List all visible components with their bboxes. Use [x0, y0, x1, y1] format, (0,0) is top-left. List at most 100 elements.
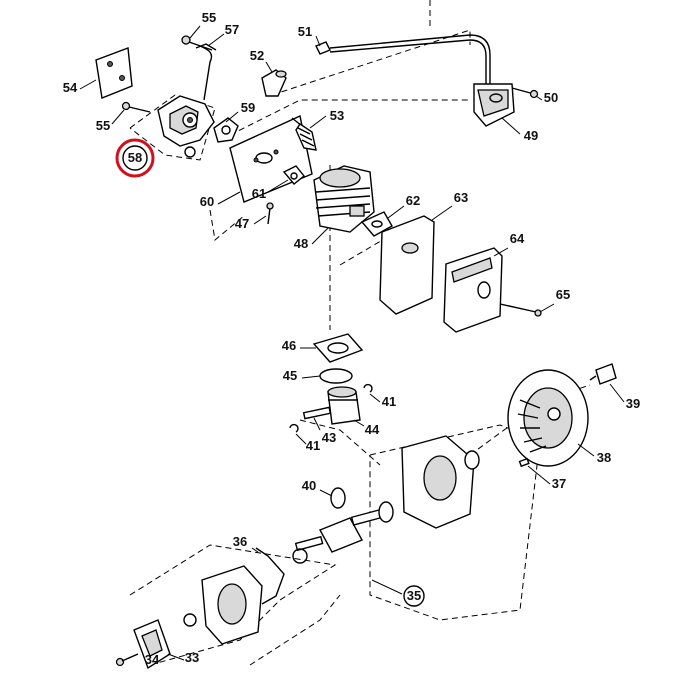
- callout-53: 53: [309, 108, 344, 129]
- callout-number: 48: [294, 236, 308, 251]
- callout-61: 61: [252, 179, 289, 201]
- callout-46: 46: [282, 338, 316, 353]
- part-58-carburetor: [157, 95, 215, 158]
- callout-leader-line: [353, 419, 365, 427]
- callout-number: 64: [510, 231, 525, 246]
- callout-37: 37: [527, 465, 566, 491]
- callout-57: 57: [207, 22, 239, 47]
- callout-leader-line: [251, 547, 259, 553]
- callout-number: 60: [200, 194, 214, 209]
- callout-number: 50: [544, 90, 558, 105]
- callout-51: 51: [298, 24, 321, 47]
- callout-50: 50: [535, 90, 558, 105]
- callout-number: 62: [406, 193, 420, 208]
- callout-39: 39: [609, 383, 640, 411]
- part-64-muffler: [443, 247, 503, 333]
- part-59-gasket: [213, 117, 239, 143]
- part-54-plate: [95, 47, 133, 99]
- callout-number: 58: [128, 150, 142, 165]
- callout-number: 43: [322, 430, 336, 445]
- callout-number: 39: [626, 396, 640, 411]
- callout-leader-line: [311, 227, 329, 245]
- callout-45: 45: [283, 368, 321, 383]
- callout-43: 43: [313, 417, 336, 445]
- callout-52: 52: [250, 48, 273, 73]
- callout-leader-line: [527, 465, 551, 485]
- callout-leader-line: [539, 303, 555, 313]
- part-49-ignition-coil: [329, 34, 515, 127]
- callout-41b: 41: [295, 433, 320, 453]
- part-45-piston-ring: [319, 368, 353, 384]
- callout-59: 59: [225, 100, 255, 123]
- callout-number: 57: [225, 22, 239, 37]
- part-41-circlip-b: [289, 423, 299, 433]
- callout-55b: 55: [96, 109, 125, 133]
- callout-number: 34: [145, 652, 160, 667]
- callout-number: 55: [202, 10, 216, 25]
- callout-64: 64: [493, 231, 525, 257]
- part-61-gasket: [282, 165, 305, 185]
- callout-leader-line: [79, 79, 97, 90]
- callout-leader-line: [535, 95, 543, 101]
- callout-number: 47: [235, 216, 249, 231]
- callout-number: 49: [524, 128, 538, 143]
- part-crankcase-left: [183, 565, 263, 645]
- callout-leader-line: [207, 33, 225, 47]
- part-37-key: [518, 457, 530, 468]
- part-57-throttle-rod: [195, 43, 217, 101]
- callout-leader-line: [493, 247, 509, 257]
- part-41-circlip-a: [363, 383, 373, 393]
- callout-leader-line: [577, 443, 595, 457]
- part-36-retainer: [255, 547, 308, 605]
- part-50-screw: [511, 87, 539, 99]
- callout-number: 65: [556, 287, 570, 302]
- callout-62: 62: [387, 193, 420, 219]
- callout-number: 38: [597, 450, 611, 465]
- callout-number: 41: [382, 394, 396, 409]
- callout-63: 63: [431, 190, 468, 221]
- callout-leader-line: [315, 35, 321, 47]
- callout-leader-line: [253, 215, 267, 225]
- callout-leader-line: [265, 61, 273, 73]
- part-48-cylinder: [313, 165, 375, 233]
- callout-48: 48: [294, 227, 329, 251]
- callout-number: 53: [330, 108, 344, 123]
- callout-number: 51: [298, 24, 312, 39]
- callout-35: 35: [371, 579, 425, 607]
- callout-44: 44: [353, 419, 380, 437]
- callout-leader-line: [431, 205, 453, 221]
- callout-circle: [403, 585, 425, 607]
- part-62-exhaust-gasket: [360, 211, 393, 237]
- callout-leader-line: [217, 191, 241, 205]
- callout-47: 47: [235, 215, 267, 231]
- highlight-ring: [115, 138, 155, 178]
- part-44-piston: [327, 386, 361, 425]
- part-34-screw: [115, 653, 139, 667]
- callout-leader-line: [167, 653, 185, 661]
- callout-leader-line: [111, 109, 125, 125]
- callout-leader-line: [309, 115, 327, 129]
- callout-leader-line: [189, 25, 201, 39]
- part-38-flywheel: [507, 369, 589, 467]
- callout-number: 36: [233, 534, 247, 549]
- callout-34: 34: [145, 652, 160, 667]
- part-55-screw-lower: [121, 101, 151, 113]
- callout-number: 33: [185, 650, 199, 665]
- callout-36: 36: [233, 534, 259, 553]
- callout-40: 40: [302, 478, 333, 497]
- assembly-dashed-lines: [129, 0, 591, 666]
- part-40-bearing: [330, 487, 346, 509]
- callout-leader-line: [387, 205, 405, 219]
- callout-circle: [122, 145, 148, 171]
- callout-number: 45: [283, 368, 297, 383]
- part-crankcase-right: [401, 435, 480, 529]
- callout-leader-line: [371, 579, 403, 595]
- callout-55a: 55: [189, 10, 216, 39]
- callout-leader-line: [225, 111, 239, 123]
- callout-number: 63: [454, 190, 468, 205]
- callout-41a: 41: [369, 393, 396, 409]
- part-43-wrist-pin: [302, 406, 332, 420]
- callout-number: 40: [302, 478, 316, 493]
